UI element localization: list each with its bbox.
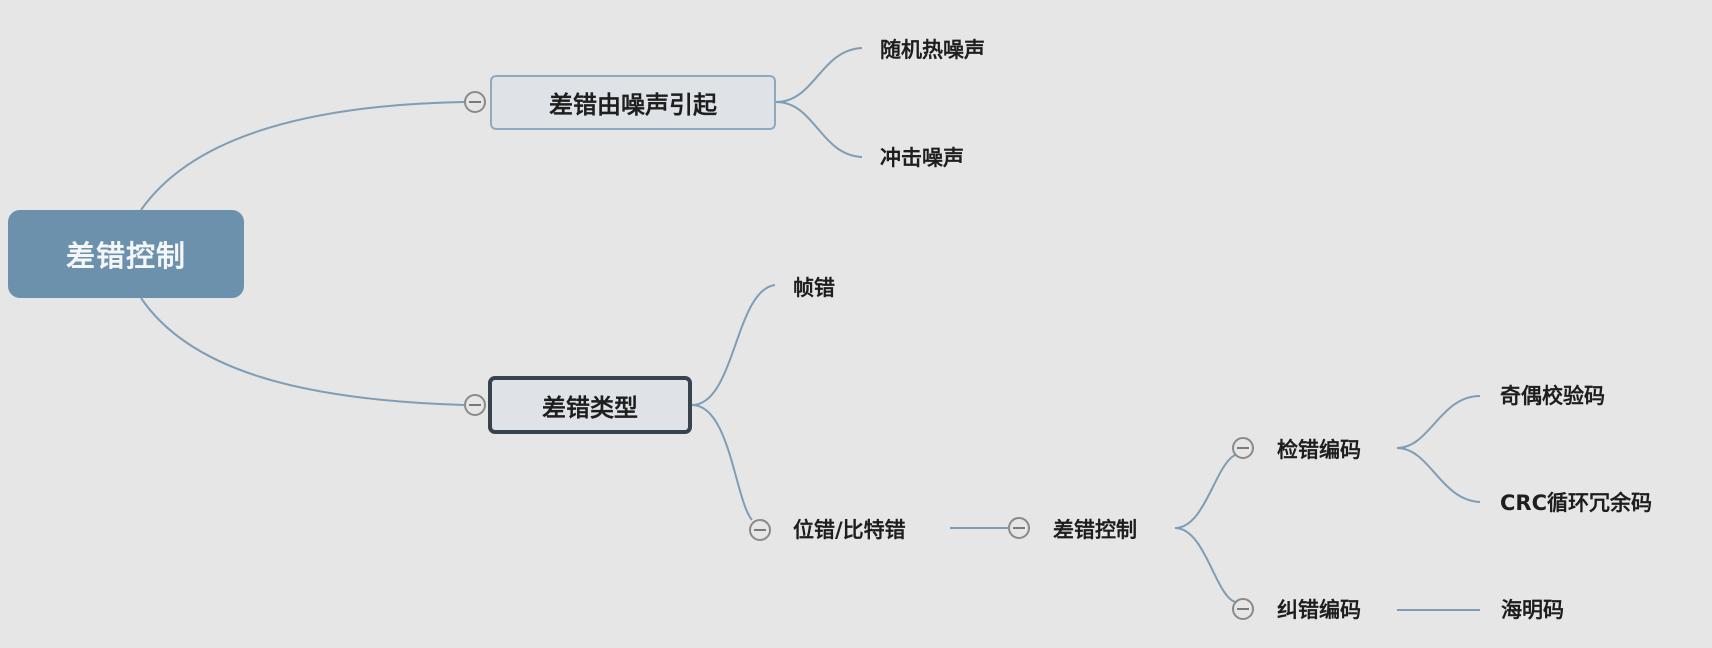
topic-frame-error[interactable]: 帧错: [793, 276, 835, 300]
topic-noise-cause[interactable]: 差错由噪声引起: [490, 75, 776, 130]
topic-error-control[interactable]: 差错控制: [1053, 518, 1137, 542]
collapse-icon[interactable]: [1008, 517, 1030, 539]
topic-crc[interactable]: CRC循环冗余码: [1500, 491, 1652, 515]
collapse-icon[interactable]: [1232, 437, 1254, 459]
topic-bit-error[interactable]: 位错/比特错: [793, 518, 906, 542]
collapse-icon[interactable]: [1232, 598, 1254, 620]
topic-random-thermal-noise[interactable]: 随机热噪声: [880, 38, 985, 62]
topic-error-detection-coding[interactable]: 检错编码: [1277, 438, 1361, 462]
topic-hamming-code[interactable]: 海明码: [1501, 598, 1564, 622]
topic-impulse-noise[interactable]: 冲击噪声: [880, 146, 964, 170]
collapse-icon[interactable]: [749, 519, 771, 541]
topic-error-types[interactable]: 差错类型: [488, 376, 692, 434]
collapse-icon[interactable]: [464, 91, 486, 113]
topic-parity-check[interactable]: 奇偶校验码: [1500, 384, 1605, 408]
collapse-icon[interactable]: [464, 394, 486, 416]
topic-error-correction-coding[interactable]: 纠错编码: [1277, 598, 1361, 622]
root-topic[interactable]: 差错控制: [8, 210, 244, 298]
